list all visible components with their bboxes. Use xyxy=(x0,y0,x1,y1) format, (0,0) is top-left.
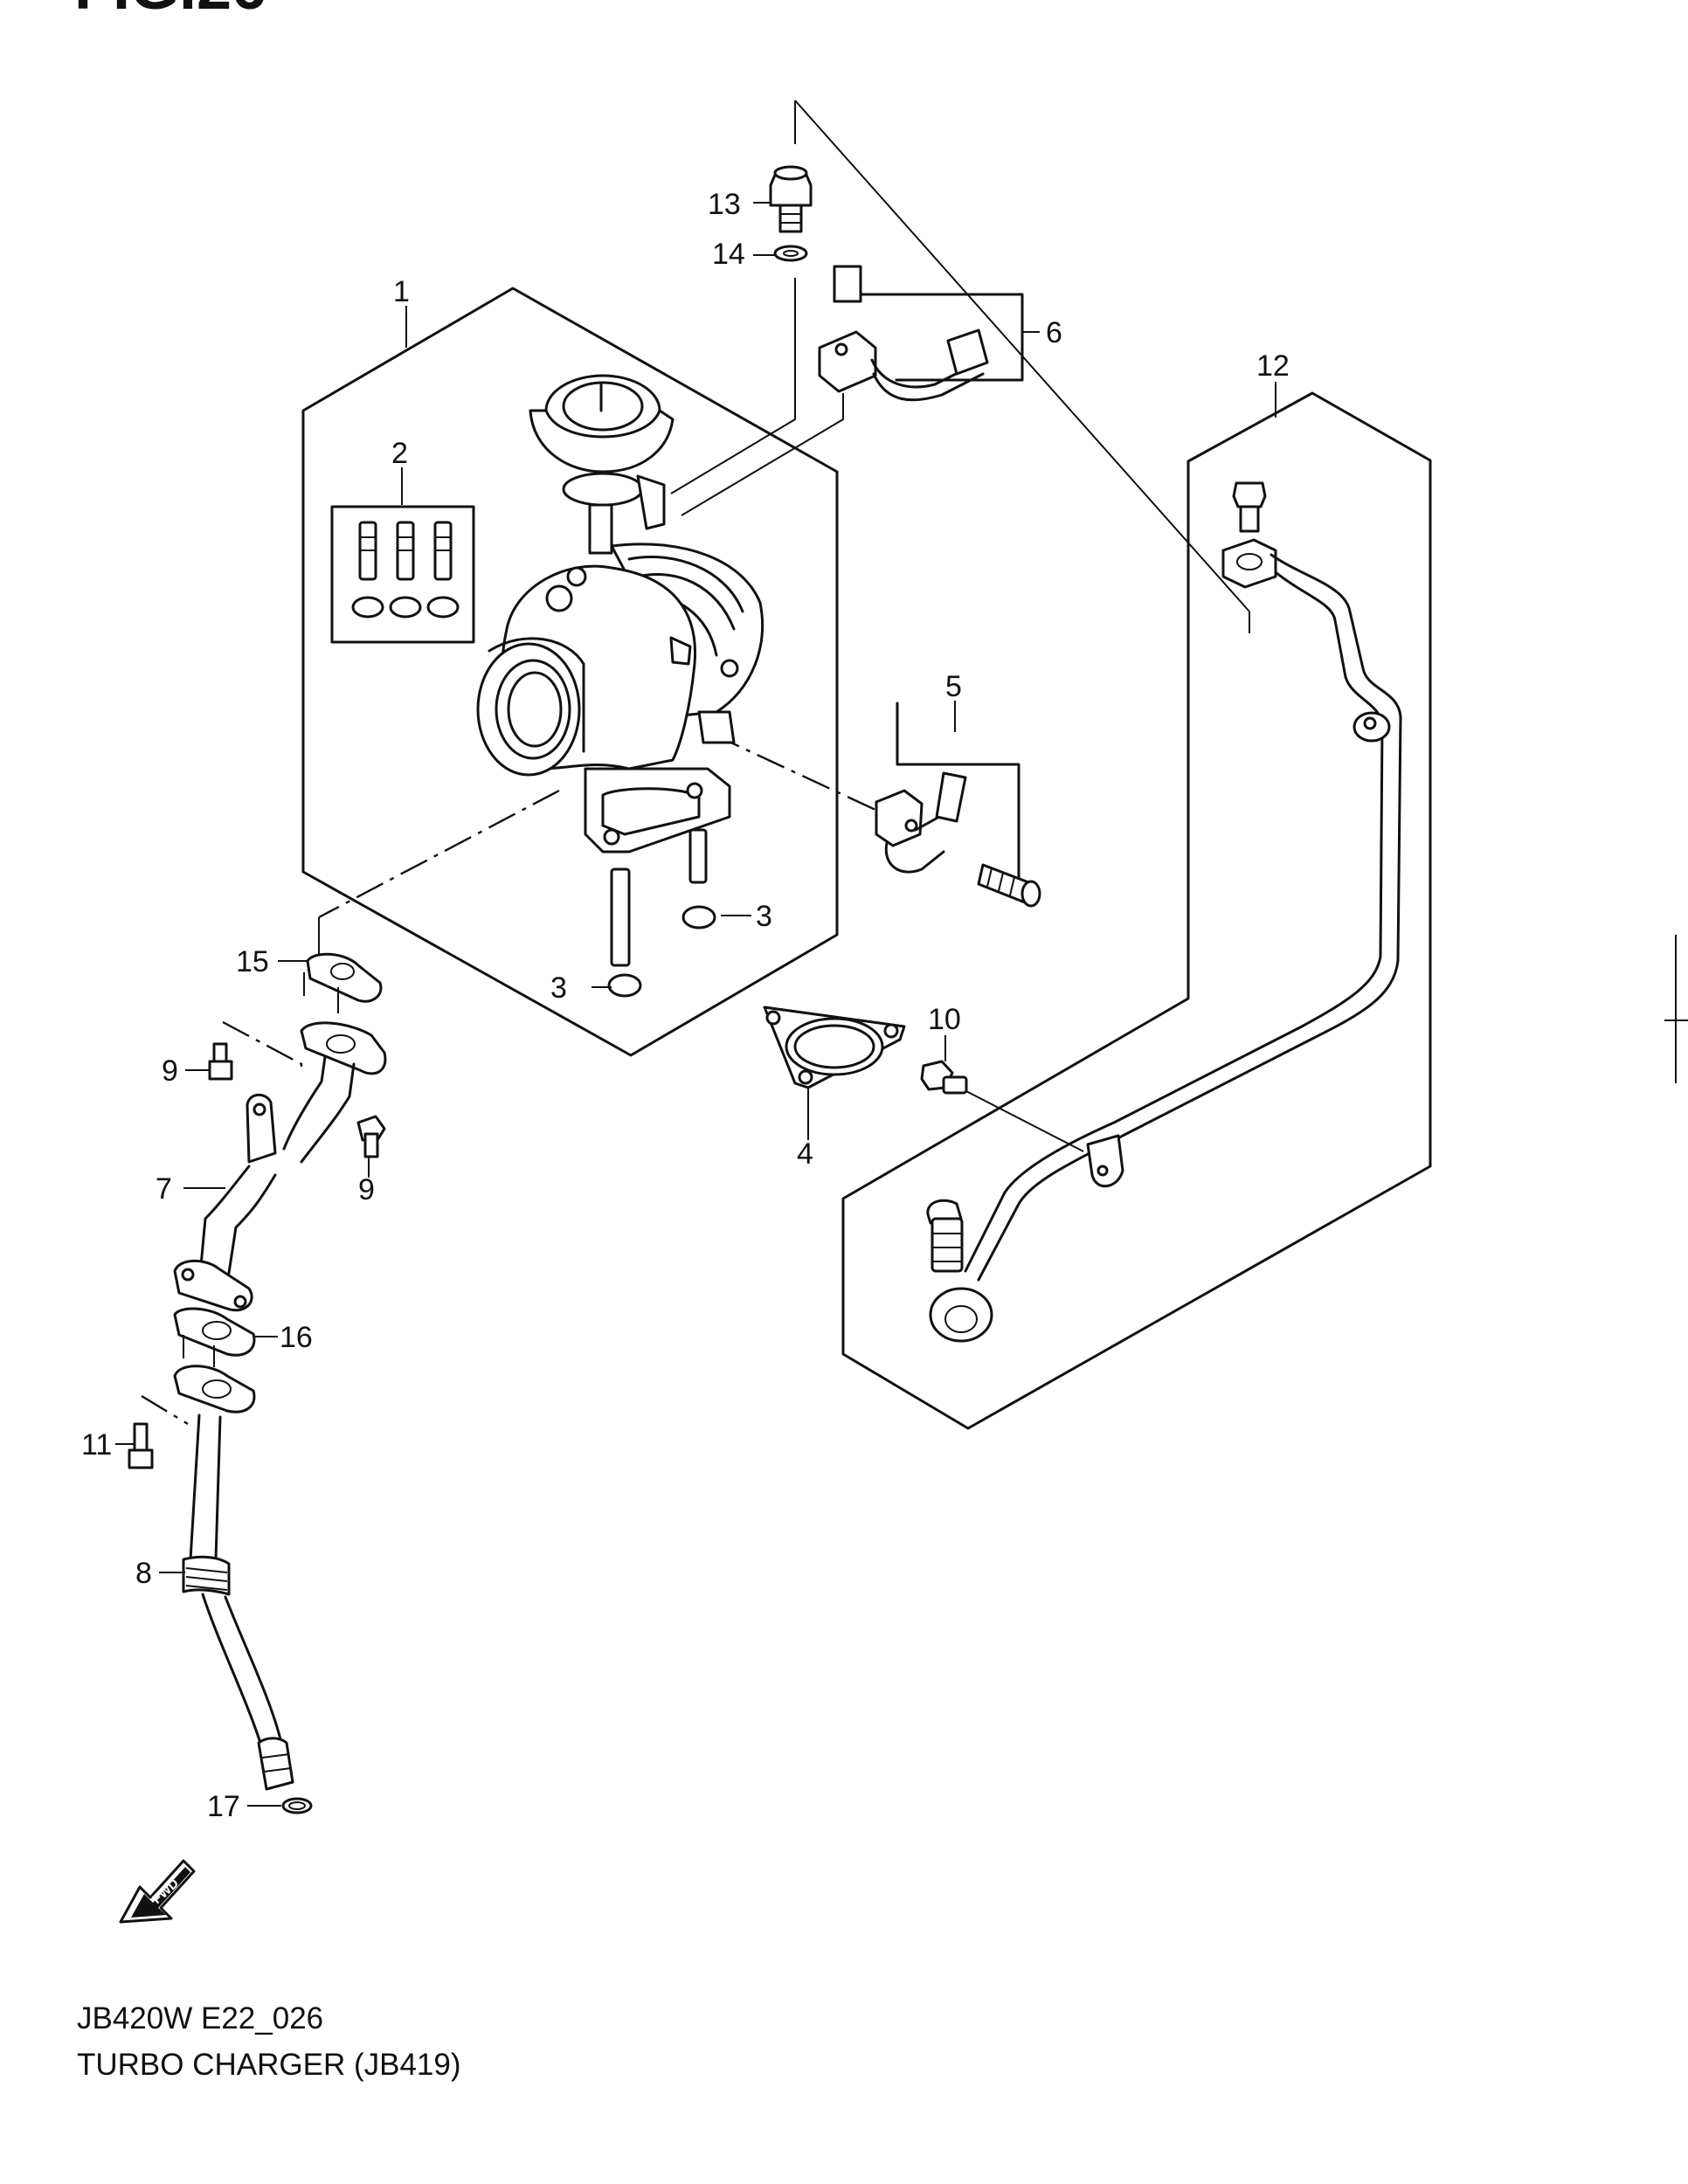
gasket-15 xyxy=(303,952,383,1013)
callout-7: 7 xyxy=(156,1172,172,1206)
turbocharger-1 xyxy=(476,374,764,854)
assembly-line xyxy=(670,278,796,494)
o-ring-17 xyxy=(281,1797,313,1814)
stud-3a xyxy=(610,867,631,967)
assembly-line xyxy=(711,732,901,823)
turbo-assembly-group-box xyxy=(301,287,839,1057)
assembly-line xyxy=(222,1020,303,1070)
callout-2: 2 xyxy=(391,437,408,470)
callout-6: 6 xyxy=(1046,316,1062,349)
stud-3b xyxy=(688,828,708,884)
bolt-11 xyxy=(128,1422,154,1469)
gasket-16 xyxy=(173,1307,256,1367)
forward-arrow-icon: FWD xyxy=(119,1859,196,1924)
assembly-line xyxy=(318,789,560,919)
assembly-line xyxy=(794,100,1250,612)
callout-11: 11 xyxy=(81,1428,112,1462)
water-pipe-6-group-bracket xyxy=(856,293,1024,382)
oil-inlet-pipe-12 xyxy=(926,481,1402,1343)
union-bolt-13 xyxy=(769,165,813,233)
callout-3a: 3 xyxy=(756,900,772,933)
water-pipe-5-group-bracket xyxy=(896,702,1020,884)
water-pipe-5 xyxy=(875,771,1041,908)
callout-9b: 9 xyxy=(358,1173,375,1206)
oil-return-hose-8 xyxy=(173,1365,294,1791)
gasket-4 xyxy=(763,1006,906,1089)
callout-9a: 9 xyxy=(162,1054,178,1088)
gasket-14 xyxy=(773,245,808,262)
stud-nut-set-2 xyxy=(351,521,460,619)
water-pipe-6 xyxy=(818,265,989,402)
drawing-code: JB420W E22_026 xyxy=(77,2001,323,2035)
nut-3a xyxy=(681,905,716,930)
callout-13: 13 xyxy=(708,188,741,221)
bolt-9b xyxy=(356,1115,386,1158)
callout-14: 14 xyxy=(712,238,745,271)
callout-4: 4 xyxy=(797,1137,813,1171)
callout-leaders xyxy=(115,202,1276,1807)
callout-8: 8 xyxy=(135,1557,152,1590)
figure-caption: TURBO CHARGER (JB419) xyxy=(77,2048,461,2082)
assembly-line xyxy=(958,1087,1084,1152)
oil-outlet-pipe-7 xyxy=(173,1021,387,1312)
nut-3b xyxy=(607,973,642,998)
callout-12: 12 xyxy=(1256,349,1290,383)
stud-nut-group-box xyxy=(330,505,475,644)
callout-3b: 3 xyxy=(550,971,567,1005)
callout-1: 1 xyxy=(393,275,410,308)
bolt-10 xyxy=(920,1060,968,1095)
callout-15: 15 xyxy=(236,945,269,978)
assembly-line xyxy=(141,1394,189,1426)
oil-inlet-pipe-group-box xyxy=(841,391,1432,1430)
bolt-9a xyxy=(208,1042,233,1081)
callout-16: 16 xyxy=(280,1321,313,1354)
callout-10: 10 xyxy=(928,1003,961,1036)
figure-title: FIG.26 xyxy=(74,0,266,23)
callout-17: 17 xyxy=(207,1790,240,1823)
callout-5: 5 xyxy=(945,670,962,703)
assembly-line xyxy=(681,393,844,516)
